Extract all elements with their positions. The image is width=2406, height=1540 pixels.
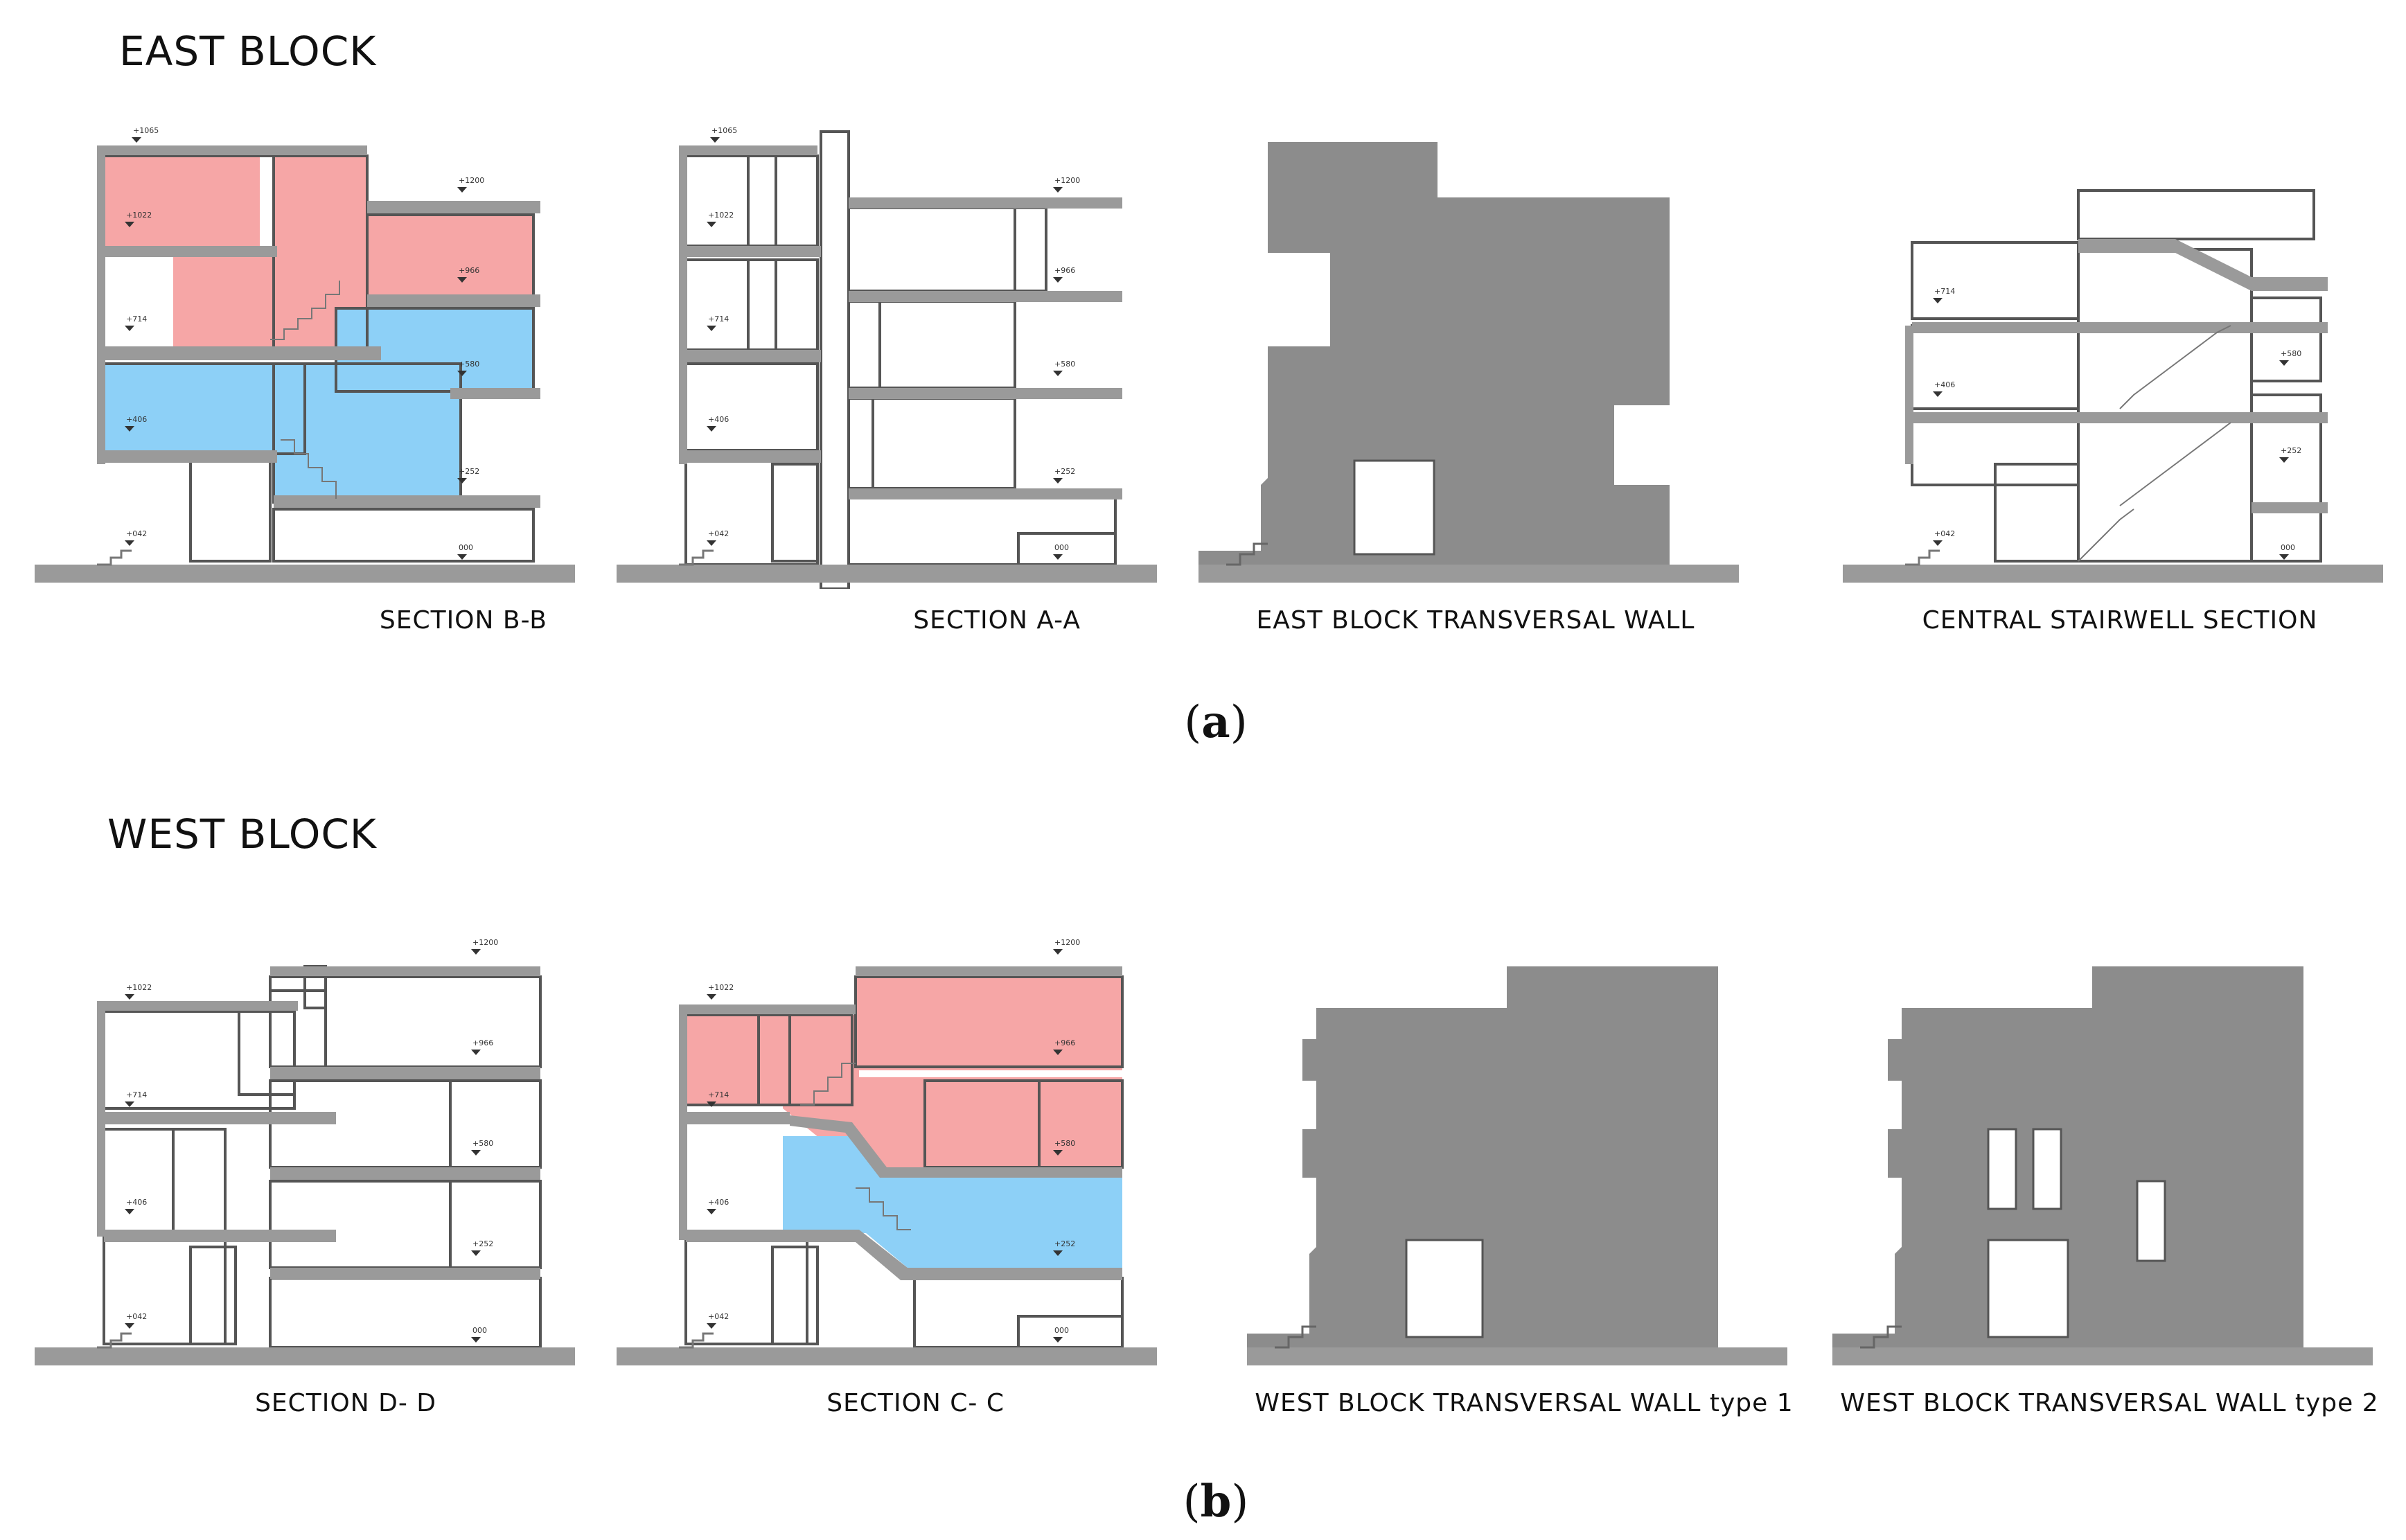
east-block-title: EAST BLOCK (119, 28, 377, 75)
east-transversal-wall: EAST BLOCK TRANSVERSAL WALL (1198, 118, 1753, 644)
east-wall-ground (1198, 565, 1739, 583)
level-label: +714 (708, 1090, 729, 1099)
west-wall-2-window-1 (1987, 1128, 2017, 1210)
level-label: +966 (459, 266, 479, 275)
figure-letter-b: b (1200, 1476, 1232, 1528)
caption-central-stairwell: CENTRAL STAIRWELL SECTION (1922, 606, 2318, 635)
level-label: +042 (708, 529, 729, 538)
caption-section-d-d: SECTION D- D (255, 1389, 436, 1417)
level-label: +252 (1054, 467, 1075, 476)
west-wall-1-opening-door (1405, 1239, 1484, 1338)
west-transversal-wall-type-2: WEST BLOCK TRANSVERSAL WALL type 2 (1832, 901, 2387, 1427)
level-label: +580 (2281, 349, 2301, 358)
level-label: +1200 (1054, 176, 1080, 185)
level-label: 000 (1054, 1326, 1069, 1335)
level-label: +1065 (133, 126, 159, 135)
level-label: +1022 (126, 983, 152, 992)
west-transversal-wall-type-1: WEST BLOCK TRANSVERSAL WALL type 1 (1247, 901, 1801, 1427)
east-transversal-wall-drawing (1198, 142, 1739, 583)
west-wall-2-shape (1832, 966, 2303, 1347)
west-wall-2-opening-door (1987, 1239, 2069, 1338)
level-label: +966 (1054, 1038, 1075, 1047)
west-wall-1-ground (1247, 1347, 1787, 1365)
level-label: +580 (1054, 360, 1075, 369)
figure-letter-a: a (1201, 696, 1230, 748)
level-label: +714 (1934, 287, 1955, 296)
caption-west-wall-type-1: WEST BLOCK TRANSVERSAL WALL type 1 (1255, 1389, 1794, 1417)
west-wall-2-window-3 (2136, 1180, 2166, 1262)
level-label: +042 (126, 529, 147, 538)
level-label: 000 (1054, 543, 1069, 552)
central-stairwell-drawing: +714 +580 +406 +252 +042 000 (1843, 189, 2383, 583)
west-wall-type-2-drawing (1832, 966, 2373, 1365)
level-label: +1022 (126, 211, 152, 220)
level-label: +252 (472, 1239, 493, 1248)
level-label: +1022 (708, 983, 734, 992)
red-zone-c-mid (856, 1077, 1122, 1167)
west-section-d-d: +1200 +1022 +966 +714 +580 +406 +252 +042 000 SE… (35, 901, 589, 1427)
level-label: +1065 (711, 126, 737, 135)
level-label: +1200 (1054, 938, 1080, 947)
east-wall-opening-door (1353, 459, 1435, 556)
level-label: +580 (472, 1139, 493, 1148)
level-label: 000 (459, 543, 473, 552)
caption-west-wall-type-2: WEST BLOCK TRANSVERSAL WALL type 2 (1840, 1389, 2379, 1417)
level-label: +966 (472, 1038, 493, 1047)
red-zone-c-top (856, 970, 1122, 1070)
section-a-a-drawing: +1065 +1200 +1022 +966 +714 +580 +406 +252 +042 0… (617, 126, 1157, 589)
level-label: +042 (1934, 529, 1955, 538)
level-label: +714 (126, 1090, 147, 1099)
east-wall-shape (1198, 142, 1670, 565)
west-block-title: WEST BLOCK (107, 811, 377, 858)
level-label: +406 (708, 1198, 729, 1207)
section-b-b-drawing: +1065 +1200 +1022 +966 +714 +580 +406 +252 +042 0… (35, 126, 575, 583)
level-label: +042 (126, 1312, 147, 1321)
caption-section-a-a: SECTION A-A (913, 606, 1081, 635)
level-label: +406 (1934, 380, 1955, 389)
east-wall-opening-right (1614, 405, 1670, 485)
level-label: +1022 (708, 211, 734, 220)
level-label: +714 (126, 315, 147, 324)
section-c-c-drawing: +1200 +1022 +966 +714 +580 +406 +252 +042 000 (617, 938, 1157, 1365)
figure-label-a: (a) (1184, 696, 1248, 748)
section-d-d-drawing: +1200 +1022 +966 +714 +580 +406 +252 +042 000 (35, 938, 575, 1365)
east-section-b-b: +1065 +1200 +1022 +966 +714 +580 +406 +252 +042 0… (35, 118, 589, 644)
level-label: +406 (126, 1198, 147, 1207)
blue-zone-c (783, 1136, 1122, 1268)
caption-section-c-c: SECTION C- C (826, 1389, 1005, 1417)
east-section-a-a: +1065 +1200 +1022 +966 +714 +580 +406 +252 +042 0… (617, 118, 1171, 644)
west-wall-type-1-drawing (1247, 966, 1787, 1365)
red-zone-upper-right (367, 215, 533, 298)
west-wall-2-window-2 (2032, 1128, 2062, 1210)
level-label: +1200 (459, 176, 484, 185)
level-label: 000 (2281, 543, 2295, 552)
caption-section-b-b: SECTION B-B (379, 606, 547, 635)
central-stairwell-section: +714 +580 +406 +252 +042 000 CENTRAL STAIRWEL… (1843, 118, 2397, 644)
level-label: +252 (2281, 446, 2301, 455)
level-label: +714 (708, 315, 729, 324)
caption-east-transversal-wall: EAST BLOCK TRANSVERSAL WALL (1256, 606, 1695, 635)
level-label: +042 (708, 1312, 729, 1321)
red-zone-upper-left (104, 156, 260, 249)
level-label: +252 (459, 467, 479, 476)
west-wall-2-ground (1832, 1347, 2373, 1365)
west-section-c-c: +1200 +1022 +966 +714 +580 +406 +252 +042 000 SE… (617, 901, 1171, 1427)
west-wall-1-shape (1247, 966, 1718, 1347)
level-label: +580 (459, 360, 479, 369)
level-label: +406 (708, 415, 729, 424)
level-label: +580 (1054, 1139, 1075, 1148)
level-label: +406 (126, 415, 147, 424)
level-label: 000 (472, 1326, 487, 1335)
level-label: +1200 (472, 938, 498, 947)
figure-label-b: (b) (1183, 1476, 1249, 1528)
blue-zone-lower-left (104, 364, 305, 454)
level-label: +252 (1054, 1239, 1075, 1248)
level-label: +966 (1054, 266, 1075, 275)
